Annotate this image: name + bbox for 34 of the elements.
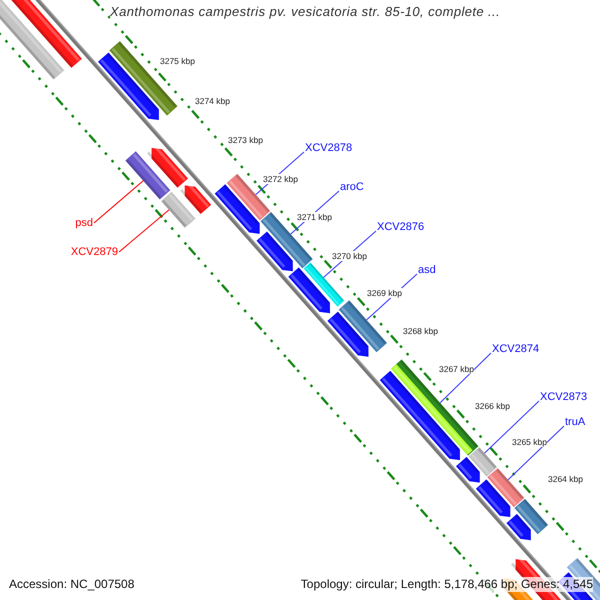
map-title: Xanthomonas campestris pv. vesicatoria str. 85-10, complete ... <box>110 4 500 20</box>
gene-label: XCV2874 <box>492 343 540 355</box>
gene-label: XCV2873 <box>540 391 588 403</box>
leader-line <box>508 426 564 480</box>
scale-label: 3271 kbp <box>297 212 332 222</box>
gene-label: aroC <box>340 181 364 193</box>
gene-label: XCV2879 <box>70 246 118 258</box>
scale-label: 3264 kbp <box>548 474 583 484</box>
scale-label: 3267 kbp <box>439 364 474 374</box>
scale-label: 3268 kbp <box>403 326 438 336</box>
leader-line <box>484 400 540 454</box>
scale-label: 3272 kbp <box>263 174 298 184</box>
gene-block <box>125 151 170 200</box>
scale-label: 3275 kbp <box>160 56 195 66</box>
gene-block <box>161 192 196 228</box>
gene-block <box>304 262 344 307</box>
gene-block <box>468 447 498 477</box>
leader-line <box>118 209 170 252</box>
gene-block <box>487 468 524 508</box>
gene-label: psd <box>75 217 93 229</box>
leader-line <box>440 352 492 404</box>
scale-label: 3270 kbp <box>332 251 367 261</box>
gene-label: XCV2876 <box>377 221 424 233</box>
gene-label: asd <box>418 264 436 276</box>
scale-label: 3265 kbp <box>512 437 547 447</box>
gene-block <box>338 300 387 352</box>
scale-label: 3266 kbp <box>475 401 510 411</box>
scale-label: 3274 kbp <box>195 96 230 106</box>
gene-label: truA <box>565 416 586 428</box>
scale-label: 3269 kbp <box>367 288 402 298</box>
accession-text: Accession: NC_007508 <box>9 577 134 592</box>
scale-label: 3273 kbp <box>228 135 263 145</box>
leader-line <box>94 180 144 224</box>
gene-label: XCV2878 <box>305 142 352 154</box>
